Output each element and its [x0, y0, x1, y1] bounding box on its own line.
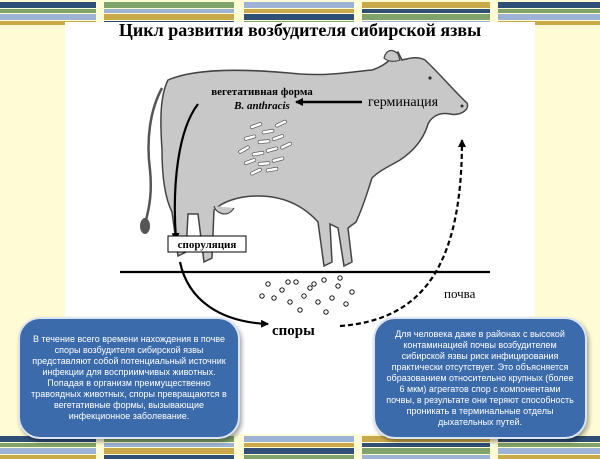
- bacterium-rod: [238, 145, 250, 154]
- cow-silhouette: [140, 49, 469, 268]
- bacterium-rod: [271, 156, 285, 163]
- spore: [297, 307, 303, 313]
- bacteria-rods-cluster: [238, 119, 292, 176]
- sporulation-label: споруляция: [178, 239, 237, 251]
- info-box-human-risk: Для человека даже в районах с высокой ко…: [373, 317, 587, 439]
- info-box-left-text: В течение всего времени нахождения в поч…: [31, 334, 227, 421]
- spore: [285, 279, 291, 285]
- vegetative-form-label: вегетативная форма: [211, 86, 313, 98]
- bacterium-rod: [257, 161, 271, 166]
- bacterium-rod: [265, 166, 279, 173]
- cow-body: [160, 50, 469, 268]
- bacterium-rod: [275, 119, 287, 128]
- slide-title: Цикл развития возбудителя сибирской язвы: [118, 20, 482, 40]
- info-box-spores-in-soil: В течение всего времени нахождения в поч…: [18, 317, 240, 439]
- stripe-block: [0, 0, 96, 25]
- bacterium-rod: [271, 134, 285, 142]
- spore: [337, 275, 343, 281]
- spore: [271, 295, 277, 301]
- soil-label: почва: [444, 286, 476, 301]
- stripe-block: [498, 0, 600, 25]
- germination-label: герминация: [368, 95, 439, 110]
- sporulation-arrow: [171, 103, 199, 241]
- bacterium-rod: [257, 139, 271, 144]
- spore: [335, 283, 341, 289]
- spore: [315, 299, 321, 305]
- bacterium-rod: [243, 134, 257, 141]
- info-box-right-text: Для человека даже в районах с высокой ко…: [386, 328, 574, 427]
- spore: [321, 277, 327, 283]
- sporulation-label-box: [167, 235, 247, 253]
- spore: [307, 285, 313, 291]
- spore: [293, 279, 299, 285]
- bacterium-rod: [280, 141, 292, 150]
- spore: [311, 281, 317, 287]
- bacterium-rod: [249, 122, 263, 130]
- spores-label: споры: [272, 323, 315, 339]
- spore: [323, 309, 329, 315]
- spore: [343, 301, 349, 307]
- spore: [279, 287, 285, 293]
- bacterium-rod: [250, 167, 262, 176]
- bacterium-rod: [251, 150, 265, 157]
- spore: [349, 289, 355, 295]
- bacterium-rod: [261, 128, 275, 135]
- to-spores-arrow: [178, 261, 269, 328]
- b-anthracis-label: B. anthracis: [233, 100, 290, 112]
- spore: [287, 299, 293, 305]
- bacterium-rod: [243, 158, 257, 166]
- spore: [259, 293, 265, 299]
- spore: [329, 295, 335, 301]
- spore: [301, 293, 307, 299]
- bacterium-rod: [265, 146, 279, 153]
- spores-to-host-arrow: [339, 139, 466, 328]
- spore: [265, 281, 271, 287]
- spores-cluster: [259, 275, 355, 315]
